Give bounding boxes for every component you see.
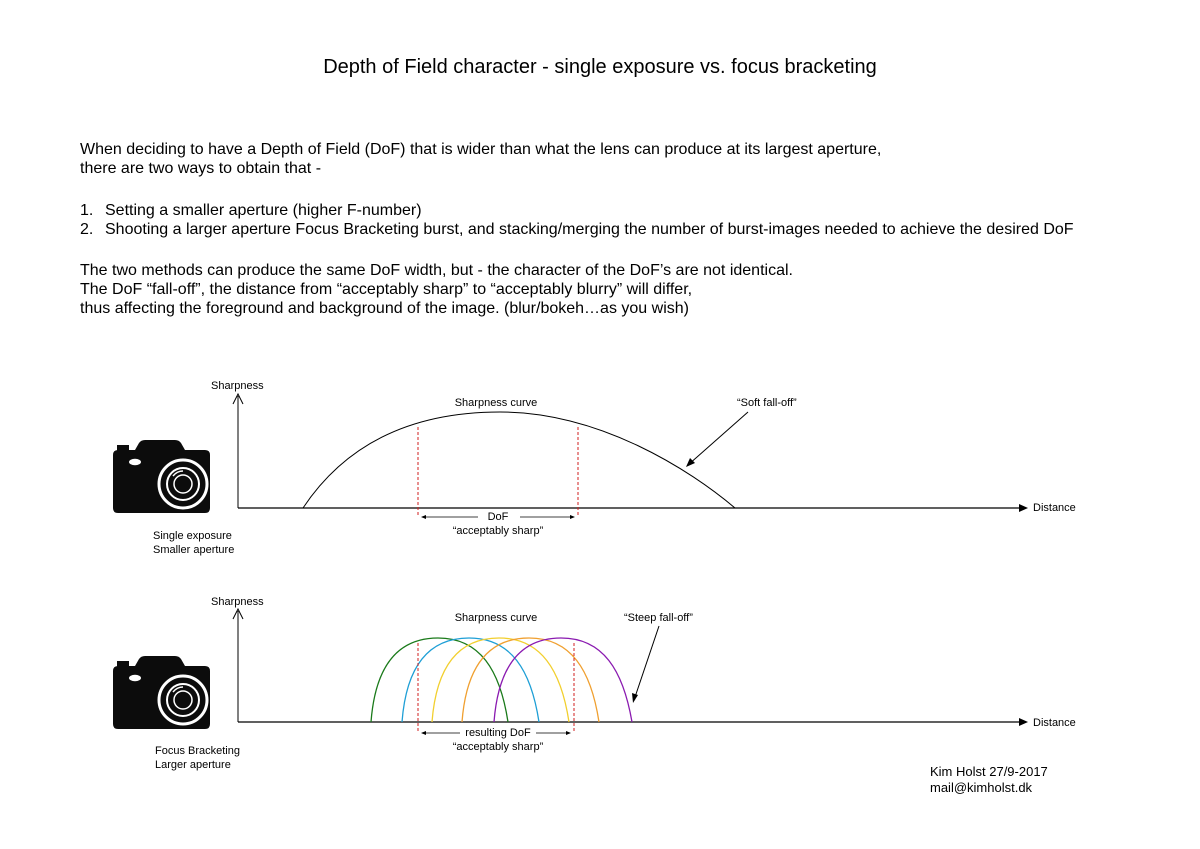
camera-caption: Focus Bracketing <box>155 745 240 757</box>
explanation-line-1: The two methods can produce the same DoF… <box>80 262 793 279</box>
y-axis-label: Sharpness <box>211 596 264 608</box>
dof-span-arrow-right <box>566 731 571 735</box>
dof-span-arrow-left <box>421 515 426 519</box>
top-diagram: Single exposure Smaller aperture Sharpne… <box>111 380 1076 556</box>
curve-label: Sharpness curve <box>455 612 538 624</box>
author-name-date: Kim Holst 27/9-2017 <box>930 764 1048 779</box>
dof-span-arrow-right <box>570 515 575 519</box>
annotation-pointer-head <box>632 693 638 703</box>
dof-sublabel: “acceptably sharp” <box>453 741 544 753</box>
camera-caption: Single exposure <box>153 530 232 542</box>
sharpness-curve <box>431 637 570 723</box>
curve-label: Sharpness curve <box>455 397 538 409</box>
page-title: Depth of Field character - single exposu… <box>323 56 877 78</box>
y-axis-arrow <box>232 607 244 620</box>
falloff-annotation: “Soft fall-off” <box>737 397 797 409</box>
x-axis-label: Distance <box>1033 502 1076 514</box>
dof-label: DoF <box>488 511 509 523</box>
x-axis-arrowhead <box>1019 504 1028 512</box>
sharpness-curve <box>401 637 540 723</box>
camera-icon <box>111 654 212 731</box>
camera-caption: Larger aperture <box>155 759 231 771</box>
method-text: Shooting a larger aperture Focus Bracket… <box>105 221 1074 238</box>
x-axis-arrowhead <box>1019 718 1028 726</box>
y-axis-arrow <box>232 392 244 405</box>
sharpness-curve <box>461 637 600 723</box>
explanation-line-2: The DoF “fall-off”, the distance from “a… <box>80 281 693 298</box>
methods-list: 1. Setting a smaller aperture (higher F-n… <box>80 201 1074 239</box>
x-axis-label: Distance <box>1033 717 1076 729</box>
intro-line-1: When deciding to have a Depth of Field (… <box>80 141 882 158</box>
dof-label: resulting DoF <box>465 727 531 739</box>
annotation-pointer-head <box>686 458 695 467</box>
sharpness-curve <box>493 637 633 723</box>
bottom-diagram: Focus Bracketing Larger aperture Sharpne… <box>111 596 1076 771</box>
falloff-annotation: “Steep fall-off” <box>624 612 693 624</box>
sharpness-curve <box>302 411 736 509</box>
y-axis-label: Sharpness <box>211 380 264 392</box>
dof-sublabel: “acceptably sharp” <box>453 525 544 537</box>
method-item: 2. Shooting a larger aperture Focus Brack… <box>80 220 1074 239</box>
method-text: Setting a smaller aperture (higher F-num… <box>105 202 422 219</box>
camera-caption: Smaller aperture <box>153 544 234 556</box>
camera-icon <box>111 438 212 515</box>
sharpness-curve <box>370 637 509 723</box>
method-number: 1. <box>80 202 94 219</box>
method-item: 1. Setting a smaller aperture (higher F-n… <box>80 201 1074 220</box>
explanation-line-3: thus affecting the foreground and backgr… <box>80 300 689 317</box>
annotation-pointer <box>633 625 660 701</box>
intro-line-2: there are two ways to obtain that - <box>80 160 322 177</box>
method-number: 2. <box>80 221 94 238</box>
annotation-pointer <box>687 411 749 466</box>
dof-span-arrow-left <box>421 731 426 735</box>
author-email: mail@kimholst.dk <box>930 780 1033 795</box>
author-credit: Kim Holst 27/9-2017 mail@kimholst.dk <box>930 764 1048 796</box>
